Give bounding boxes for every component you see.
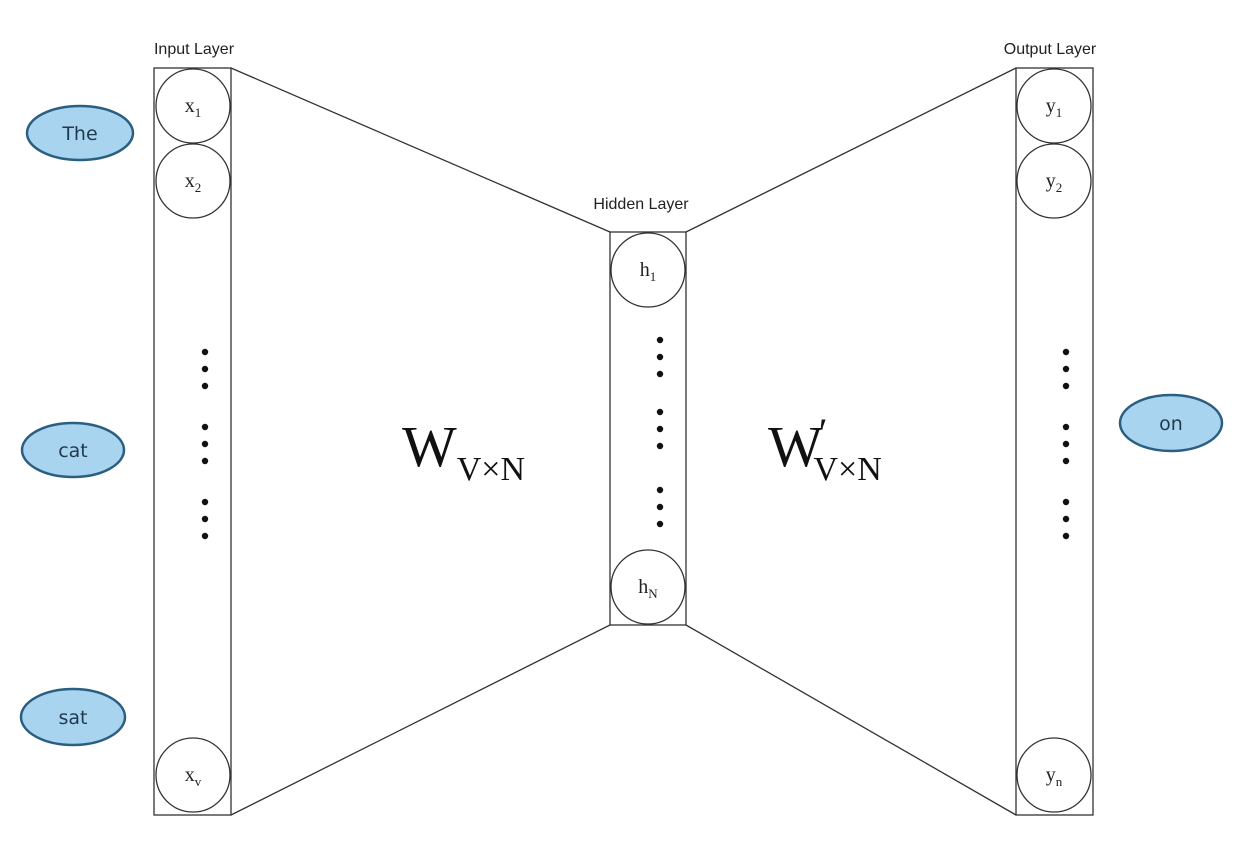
- edge-hidden-output-top: [685, 67, 1017, 233]
- hidden-layer-label: Hidden Layer: [593, 196, 689, 213]
- weight-input-hidden: WV×N: [402, 414, 525, 488]
- svg-text:h1: h1: [640, 259, 657, 284]
- svg-text:x1: x1: [185, 95, 202, 120]
- output-ellipsis-dots: [1062, 348, 1070, 540]
- hidden-layer-box: [609, 231, 687, 626]
- input-node-1: x1: [155, 68, 231, 144]
- svg-text:xv: xv: [185, 764, 202, 789]
- svg-text:y1: y1: [1046, 95, 1063, 120]
- connection-lines: [230, 67, 1017, 816]
- word-the: The: [25, 104, 135, 162]
- hidden-ellipsis-dots: [656, 336, 664, 528]
- input-ellipsis-dots: [201, 348, 209, 540]
- svg-text:on: on: [1159, 413, 1183, 435]
- output-node-2: y2: [1016, 143, 1092, 219]
- input-node-v: xv: [155, 737, 231, 813]
- svg-text:hN: hN: [638, 576, 658, 601]
- word-cat: cat: [20, 421, 126, 479]
- edge-input-hidden-bottom: [230, 624, 611, 816]
- input-layer-label: Input Layer: [154, 41, 235, 58]
- svg-text:x2: x2: [185, 170, 202, 195]
- output-node-1: y1: [1016, 68, 1092, 144]
- weight-hidden-output: W′V×N: [768, 410, 882, 488]
- output-layer-label: Output Layer: [1004, 41, 1097, 58]
- hidden-node-n: hN: [610, 549, 686, 625]
- svg-text:yn: yn: [1046, 764, 1063, 789]
- word-sat: sat: [19, 687, 127, 747]
- word-on: on: [1118, 393, 1224, 453]
- edge-input-hidden-top: [230, 67, 611, 233]
- svg-text:y2: y2: [1046, 170, 1063, 195]
- input-layer-box: [153, 67, 232, 816]
- hidden-node-1: h1: [610, 232, 686, 308]
- output-layer-box: [1015, 67, 1094, 816]
- svg-text:The: The: [61, 123, 97, 145]
- output-node-n: yn: [1016, 737, 1092, 813]
- svg-text:sat: sat: [59, 707, 88, 729]
- input-node-2: x2: [155, 143, 231, 219]
- edge-hidden-output-bottom: [685, 624, 1017, 816]
- svg-text:cat: cat: [58, 440, 88, 462]
